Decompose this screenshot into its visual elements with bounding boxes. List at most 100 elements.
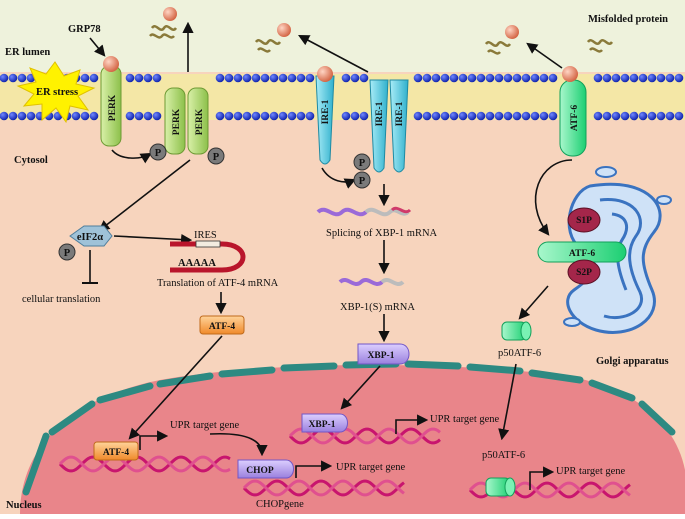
ires-label: IRES [194, 230, 217, 241]
envelope-segment [218, 366, 276, 378]
envelope-segment [280, 362, 338, 372]
poly-a-label: AAAAA [178, 258, 216, 269]
xbp1-mrna-spliced [316, 206, 412, 217]
membrane-lipid [656, 73, 666, 83]
s1p-protease: S1P [567, 207, 601, 233]
cellular-translation-label: cellular translation [22, 294, 101, 305]
membrane-lipid [26, 111, 36, 121]
golgi-label: Golgi apparatus [596, 356, 669, 367]
membrane-lipid [638, 111, 648, 121]
membrane-lipid [233, 73, 243, 83]
envelope-segment [22, 432, 50, 496]
membrane-lipid [539, 111, 549, 121]
membrane-lipid [629, 73, 639, 83]
envelope-segment [404, 360, 462, 370]
membrane-lipid [251, 73, 261, 83]
dna-helix [58, 455, 231, 473]
membrane-lipid [449, 111, 459, 121]
membrane-lipid [530, 73, 540, 83]
perk-dimer: PERK PERK [164, 87, 209, 155]
membrane-lipid [674, 111, 684, 121]
er-stress-burst [16, 61, 96, 124]
membrane-lipid [611, 73, 621, 83]
atf6-label: ATF-6 [570, 105, 580, 131]
membrane-lipid [503, 73, 513, 83]
envelope-segment [96, 382, 154, 404]
membrane-lipid [269, 73, 279, 83]
membrane-lipid [215, 111, 225, 121]
atf4-mrna [170, 240, 246, 273]
membrane-lipid [413, 73, 423, 83]
svg-text:XBP-1: XBP-1 [309, 420, 336, 430]
membrane-lipid [629, 111, 639, 121]
svg-text:ATF-4: ATF-4 [103, 448, 129, 458]
membrane-lipid [17, 111, 27, 121]
membrane-lipid [251, 111, 261, 121]
membrane-lipid [215, 73, 225, 83]
upr-target-gene-label: UPR target gene [430, 414, 500, 425]
cytosol-label: Cytosol [14, 155, 48, 166]
er-lumen-region [0, 0, 685, 72]
membrane-lipid [125, 111, 135, 121]
membrane-lipid [458, 73, 468, 83]
membrane-lipid [242, 73, 252, 83]
envelope-segment [528, 369, 584, 384]
svg-text:P: P [155, 148, 162, 159]
ire1-monomer: IRE-1 [315, 66, 335, 165]
er-stress-label: ER stress [36, 87, 78, 98]
atf4-nuclear-protein: ATF-4 [93, 441, 139, 461]
membrane-lipid [647, 73, 657, 83]
membrane-lipid [485, 111, 495, 121]
membrane-lipid [134, 111, 144, 121]
membrane-lipid [476, 111, 486, 121]
membrane-lipid [305, 73, 315, 83]
membrane-lipid [674, 73, 684, 83]
membrane-lipid [602, 73, 612, 83]
xbp1s-mrna [338, 278, 405, 286]
nucleus-label: Nucleus [6, 500, 42, 511]
ire1-label: IRE-1 [321, 99, 331, 124]
svg-text:P: P [359, 158, 366, 169]
membrane-lipid [341, 73, 351, 83]
membrane-lipid [152, 73, 162, 83]
upr-target-gene-label: UPR target gene [170, 420, 240, 431]
membrane-lipid [548, 111, 558, 121]
membrane-lipid [89, 73, 99, 83]
membrane-lipid [638, 73, 648, 83]
p50atf6-protein [501, 321, 532, 341]
atf6-receptor: ATF-6 [559, 66, 587, 157]
membrane-lipid [449, 73, 459, 83]
membrane-lipid [269, 111, 279, 121]
membrane-lipid [539, 73, 549, 83]
misfolded-protein-label: Misfolded protein [588, 14, 668, 25]
atf6-golgi: ATF-6 [537, 241, 627, 263]
membrane-lipid [125, 73, 135, 83]
membrane-lipid [476, 73, 486, 83]
er-membrane [0, 73, 684, 121]
membrane-lipid [494, 111, 504, 121]
membrane-lipid [17, 73, 27, 83]
membrane-lipid [143, 111, 153, 121]
membrane-lipid [359, 111, 369, 121]
envelope-segment [588, 379, 636, 402]
membrane-lipid [593, 111, 603, 121]
membrane-lipid [611, 111, 621, 121]
membrane-lipid [0, 73, 9, 83]
membrane-lipid [494, 73, 504, 83]
svg-text:IRE-1: IRE-1 [395, 101, 405, 126]
p50atf6-nuclear-label: p50ATF-6 [482, 450, 525, 461]
membrane-lipid [350, 111, 360, 121]
membrane-lipid [260, 111, 270, 121]
misfolded-protein-icon [484, 25, 519, 55]
membrane-lipid [440, 73, 450, 83]
membrane-lipid [224, 73, 234, 83]
svg-text:P: P [213, 152, 220, 163]
membrane-lipid [458, 111, 468, 121]
svg-text:ATF-6: ATF-6 [569, 249, 595, 259]
svg-text:IRE-1: IRE-1 [375, 101, 385, 126]
phospho-group: P [149, 143, 167, 161]
phospho-group: P [353, 153, 371, 171]
upr-target-gene-label: UPR target gene [336, 462, 406, 473]
